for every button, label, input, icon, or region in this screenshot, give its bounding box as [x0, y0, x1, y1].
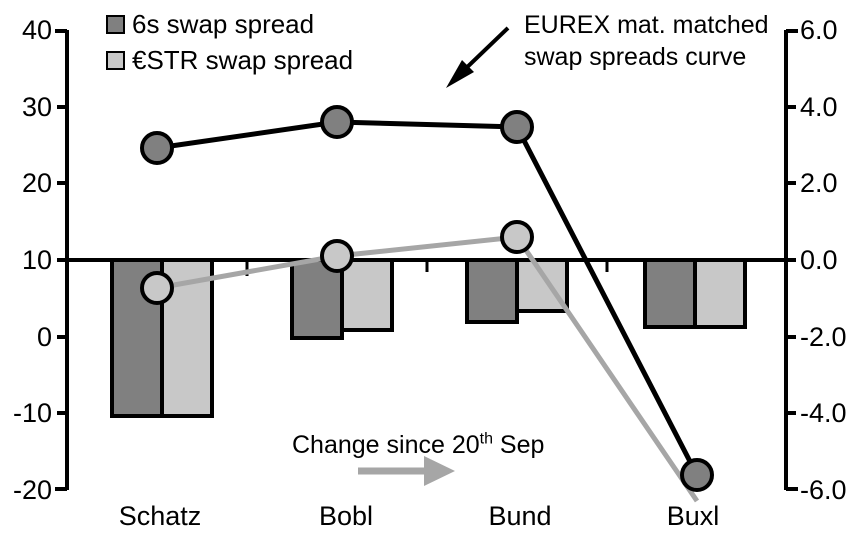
right-axis-tick-neg4: -4.0	[800, 398, 847, 428]
marker-change-bund	[500, 220, 534, 254]
bar-group-buxl	[643, 258, 747, 329]
right-axis-tick-0: 0.0	[800, 245, 838, 275]
bar-bund-6s	[465, 258, 519, 324]
bar-buxl-estr	[693, 258, 747, 329]
category-label-buxl: Buxl	[666, 501, 720, 531]
series-markers-eurex	[140, 105, 714, 492]
annotation-change-suffix: Sep	[492, 431, 545, 459]
bar-group-bobl	[290, 258, 394, 340]
left-axis-tick-0: 0	[36, 322, 52, 352]
bar-bund-estr	[515, 258, 569, 313]
legend-swatch-light	[106, 50, 125, 70]
bar-bobl-6s	[290, 258, 344, 340]
annotation-arrow-change-icon	[358, 456, 455, 486]
right-axis-spine	[784, 29, 798, 491]
annotation-change-superscript: th	[479, 430, 493, 448]
legend-item-6s-swap-spread: 6s swap spread	[106, 11, 314, 37]
legend-label-estr-swap-spread: €STR swap spread	[132, 45, 354, 75]
right-axis-tick-6: 6.0	[800, 15, 838, 45]
bar-buxl-6s	[643, 258, 697, 329]
right-axis-tick-2: 2.0	[800, 168, 838, 198]
left-axis-tick-30: 30	[21, 92, 52, 122]
marker-change-schatz	[140, 271, 174, 305]
bar-bobl-estr	[340, 258, 394, 332]
series-markers-change-since	[140, 220, 534, 305]
category-label-bund: Bund	[488, 501, 552, 531]
legend-item-estr-swap-spread: €STR swap spread	[106, 47, 353, 73]
right-axis-tick-neg2: -2.0	[800, 322, 847, 352]
legend-label-6s-swap-spread: 6s swap spread	[132, 9, 315, 39]
left-axis-tick-10: 10	[21, 245, 52, 275]
annotation-change-since: Change since 20th Sep	[292, 430, 544, 460]
left-axis-tick-neg20: -20	[12, 475, 52, 505]
marker-eurex-schatz	[140, 131, 174, 165]
right-axis-tick-neg6: -6.0	[800, 475, 847, 505]
series-line-change-since-20th-sep	[156, 234, 700, 503]
category-label-bobl: Bobl	[318, 501, 374, 531]
marker-eurex-bobl	[320, 105, 354, 139]
annotation-arrow-eurex-icon	[446, 26, 510, 88]
left-axis-tick-neg10: -10	[12, 398, 52, 428]
left-axis-spine	[55, 29, 69, 491]
bar-group-bund	[465, 258, 569, 324]
marker-eurex-bund	[500, 110, 534, 144]
category-label-schatz: Schatz	[118, 501, 202, 531]
right-axis-tick-4: 4.0	[800, 92, 838, 122]
series-line-eurex-swap-spreads-curve	[156, 119, 700, 477]
left-axis-tick-40: 40	[21, 15, 52, 45]
annotation-eurex-line1: EUREX mat. matched	[524, 11, 769, 39]
legend-swatch-dark	[106, 14, 125, 34]
marker-eurex-buxl	[680, 458, 714, 492]
left-axis-tick-20: 20	[21, 168, 52, 198]
annotation-change-prefix: Change since 20	[292, 431, 480, 459]
annotation-eurex-line2: swap spreads curve	[524, 43, 747, 71]
marker-change-bobl	[320, 239, 354, 273]
